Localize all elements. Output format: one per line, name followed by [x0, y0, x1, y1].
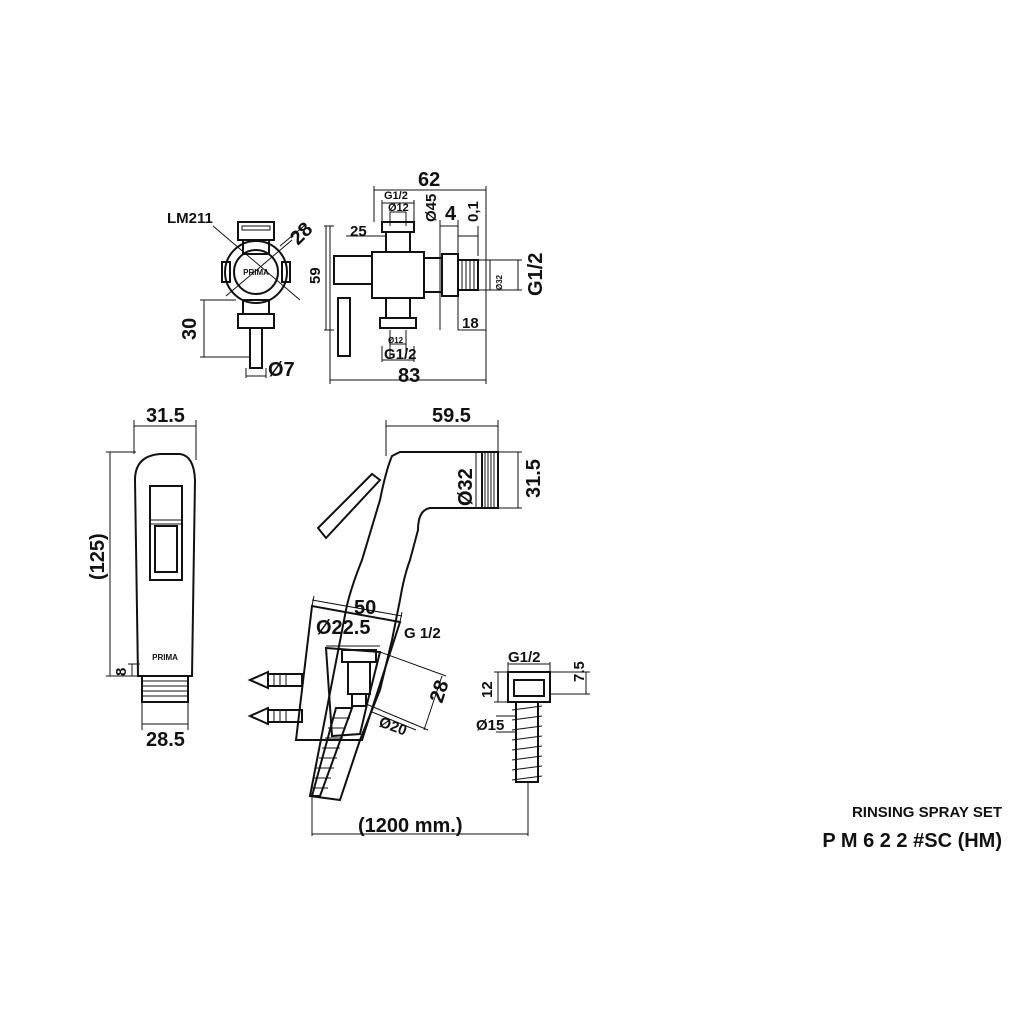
dim-phi45: Ø45 — [423, 194, 440, 222]
dim-28-5: 28.5 — [146, 729, 185, 751]
dim-phi32-small: Ø32 — [495, 274, 504, 290]
dim-phi12-bottom: Ø12 — [388, 336, 404, 345]
valve-side-view: 62 G1/2 Ø12 Ø45 4 0,1 25 59 Ø32 G1/2 18 … — [307, 169, 547, 387]
dim-25: 25 — [350, 223, 367, 240]
valve-logo: PRIMA — [243, 268, 269, 277]
dim-g12-top: G1/2 — [384, 190, 408, 202]
dim-0-1: 0,1 — [465, 201, 482, 222]
dim-phi15: Ø15 — [476, 717, 504, 734]
dim-phi20: Ø20 — [377, 714, 409, 740]
dim-50: 50 — [354, 597, 376, 619]
dim-8: 8 — [113, 668, 130, 676]
handle-front-view: PRIMA 31.5 (125) 8 28.5 — [87, 405, 197, 751]
dim-125: (125) — [87, 533, 109, 580]
dim-lm211: LM211 — [167, 210, 213, 227]
product-name: RINSING SPRAY SET — [851, 804, 1002, 821]
dim-4: 4 — [445, 203, 457, 225]
dim-62: 62 — [418, 169, 440, 191]
valve-top-view: PRIMA LM211 28 30 Ø7 — [167, 210, 317, 381]
dim-28-top: 28 — [286, 218, 317, 249]
dim-28-holder: 28 — [426, 678, 454, 706]
lm-leader — [212, 225, 301, 301]
dim-g12-right: G1/2 — [525, 253, 547, 296]
dim-59-5: 59.5 — [432, 405, 471, 427]
dim-g12-bottom: G1/2 — [384, 346, 417, 363]
dim-12: 12 — [479, 681, 496, 698]
dim-phi32: Ø32 — [455, 468, 477, 506]
dim-phi7: Ø7 — [268, 359, 295, 381]
dim-31-5-front: 31.5 — [146, 405, 185, 427]
dim-g12-hose: G1/2 — [508, 649, 541, 666]
hose-left-end — [310, 707, 354, 797]
dim-phi22-5: Ø22.5 — [316, 617, 370, 639]
dim-59: 59 — [307, 267, 324, 284]
dim-phi12-top: Ø12 — [388, 202, 409, 214]
product-code: P M 6 2 2 #SC (HM) — [822, 830, 1002, 852]
handle-side-view: 59.5 Ø32 31.5 — [308, 405, 545, 802]
dim-hose-length: (1200 mm.) — [358, 815, 463, 837]
dim-31-5-side: 31.5 — [523, 459, 545, 498]
hose: (1200 mm.) G1/2 12 7.5 Ø15 — [310, 649, 590, 837]
dim-30: 30 — [179, 318, 201, 340]
handle-logo: PRIMA — [152, 653, 178, 662]
wall-holder: 50 Ø22.5 G 1/2 28 Ø20 — [247, 595, 454, 741]
dim-83: 83 — [398, 365, 420, 387]
dim-18: 18 — [462, 315, 479, 332]
dim-g-half: G 1/2 — [404, 625, 441, 642]
dim-7-5: 7.5 — [571, 661, 588, 682]
hose-right-end — [507, 671, 551, 783]
